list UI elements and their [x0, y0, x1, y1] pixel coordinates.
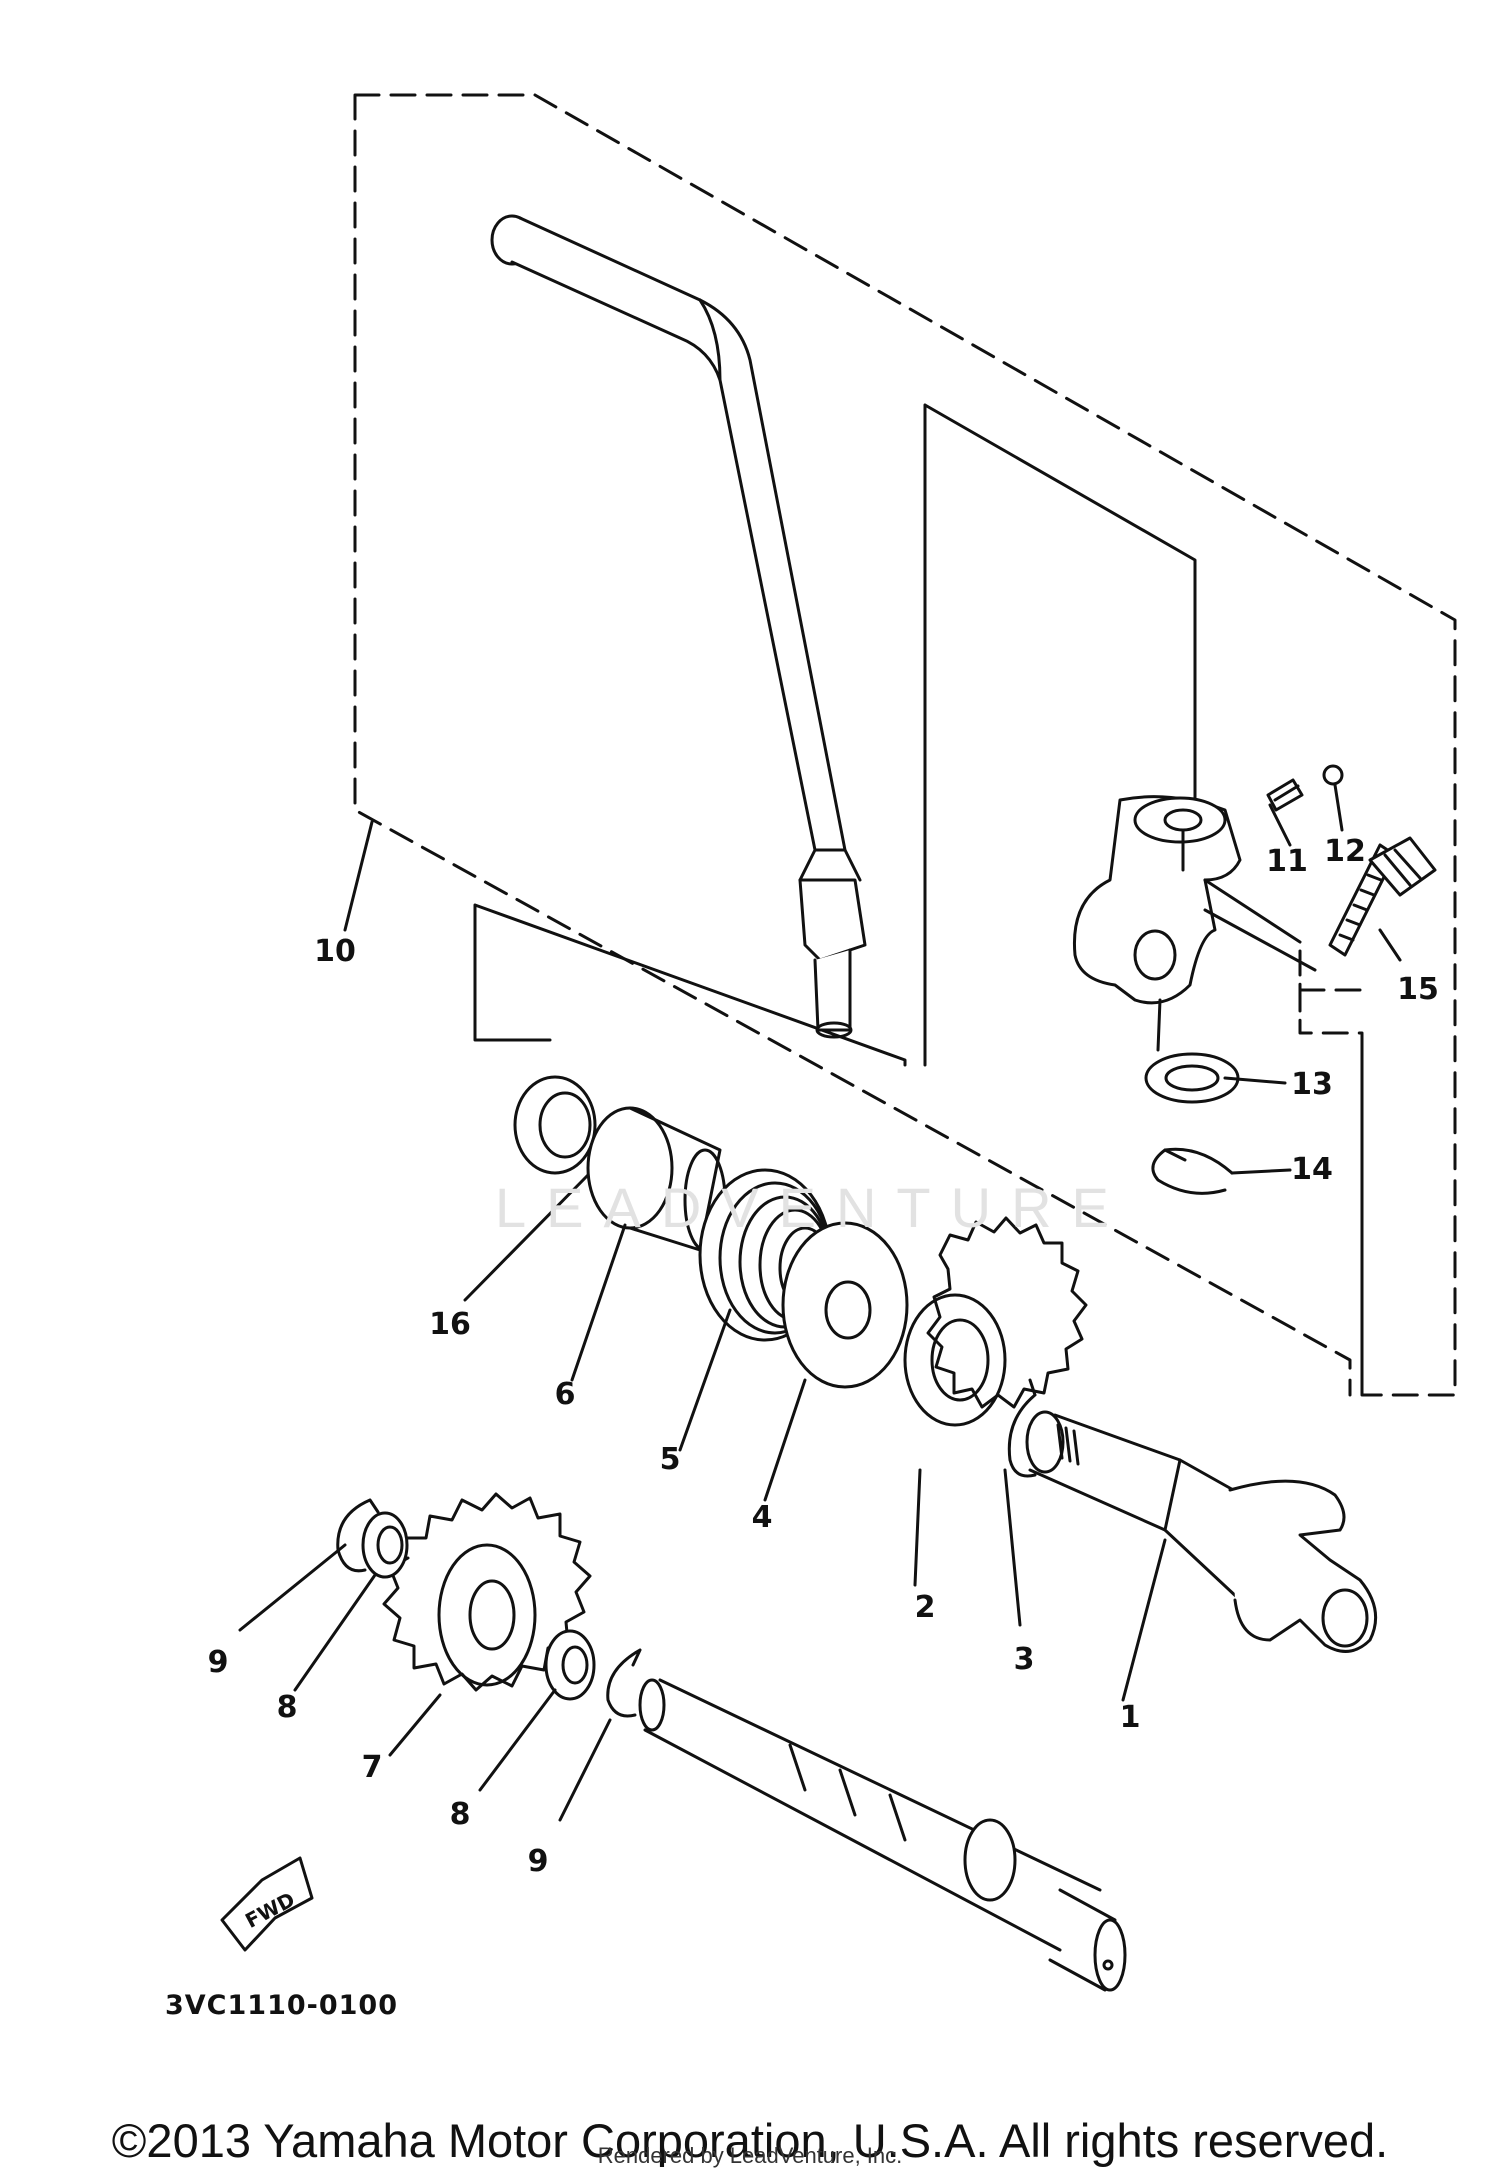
circlip-3: [1007, 1378, 1037, 1478]
fwd-arrow-icon: [220, 1856, 314, 1952]
oil-seal-16: [513, 1075, 597, 1175]
guide-box: [473, 403, 1197, 1067]
callout-11: 11: [1266, 844, 1308, 879]
circlip-9-right: [606, 1648, 642, 1718]
main-axle: [638, 1678, 1127, 1992]
callout-1: 1: [1119, 1700, 1141, 1735]
washer-4: [781, 1221, 909, 1389]
callout-12: 12: [1324, 834, 1366, 869]
callout-4: 4: [751, 1500, 773, 1535]
callout-5: 5: [659, 1442, 681, 1477]
callout-16: 16: [429, 1307, 471, 1342]
callout-6: 6: [554, 1377, 576, 1412]
callout-13: 13: [1291, 1067, 1333, 1102]
callout-3: 3: [1013, 1642, 1035, 1677]
leader-10: [343, 820, 374, 932]
pin-11: [1266, 778, 1304, 812]
callout-9-right: 9: [527, 1844, 549, 1879]
rendered-by-credit: Rendered by LeadVenture, Inc.: [597, 2143, 903, 2168]
copyright-notice: ©2013 Yamaha Motor Corporation, U.S.A. A…: [111, 2114, 1389, 2167]
callout-14: 14: [1291, 1152, 1333, 1187]
drawing-code: 3VC1110-0100: [165, 1990, 398, 2021]
callout-8-left: 8: [276, 1690, 298, 1725]
ball-12: [1322, 764, 1344, 786]
washer-8-right: [544, 1629, 596, 1701]
kick-gear-2: [903, 1216, 1088, 1427]
callout-8-right: 8: [449, 1797, 471, 1832]
leader-lines: [238, 783, 1402, 1822]
washer-8-left: [361, 1511, 409, 1579]
callout-15: 15: [1397, 972, 1439, 1007]
kick-shaft-1: [1025, 1410, 1378, 1653]
circlip-14: [1151, 1147, 1234, 1195]
watermark: LEADVENTURE: [495, 1176, 1129, 1239]
kick-lever: [490, 214, 867, 1039]
callout-10: 10: [314, 934, 356, 969]
bolt-15: [1328, 836, 1437, 957]
callout-7: 7: [361, 1750, 383, 1785]
washer-13: [1144, 1052, 1240, 1104]
callout-2: 2: [914, 1590, 936, 1625]
spring-guide-6: [586, 1106, 727, 1252]
assembly-boundary-dashed: [353, 93, 1457, 1397]
callout-9-left: 9: [207, 1645, 229, 1680]
kick-boss: [1072, 795, 1317, 1005]
